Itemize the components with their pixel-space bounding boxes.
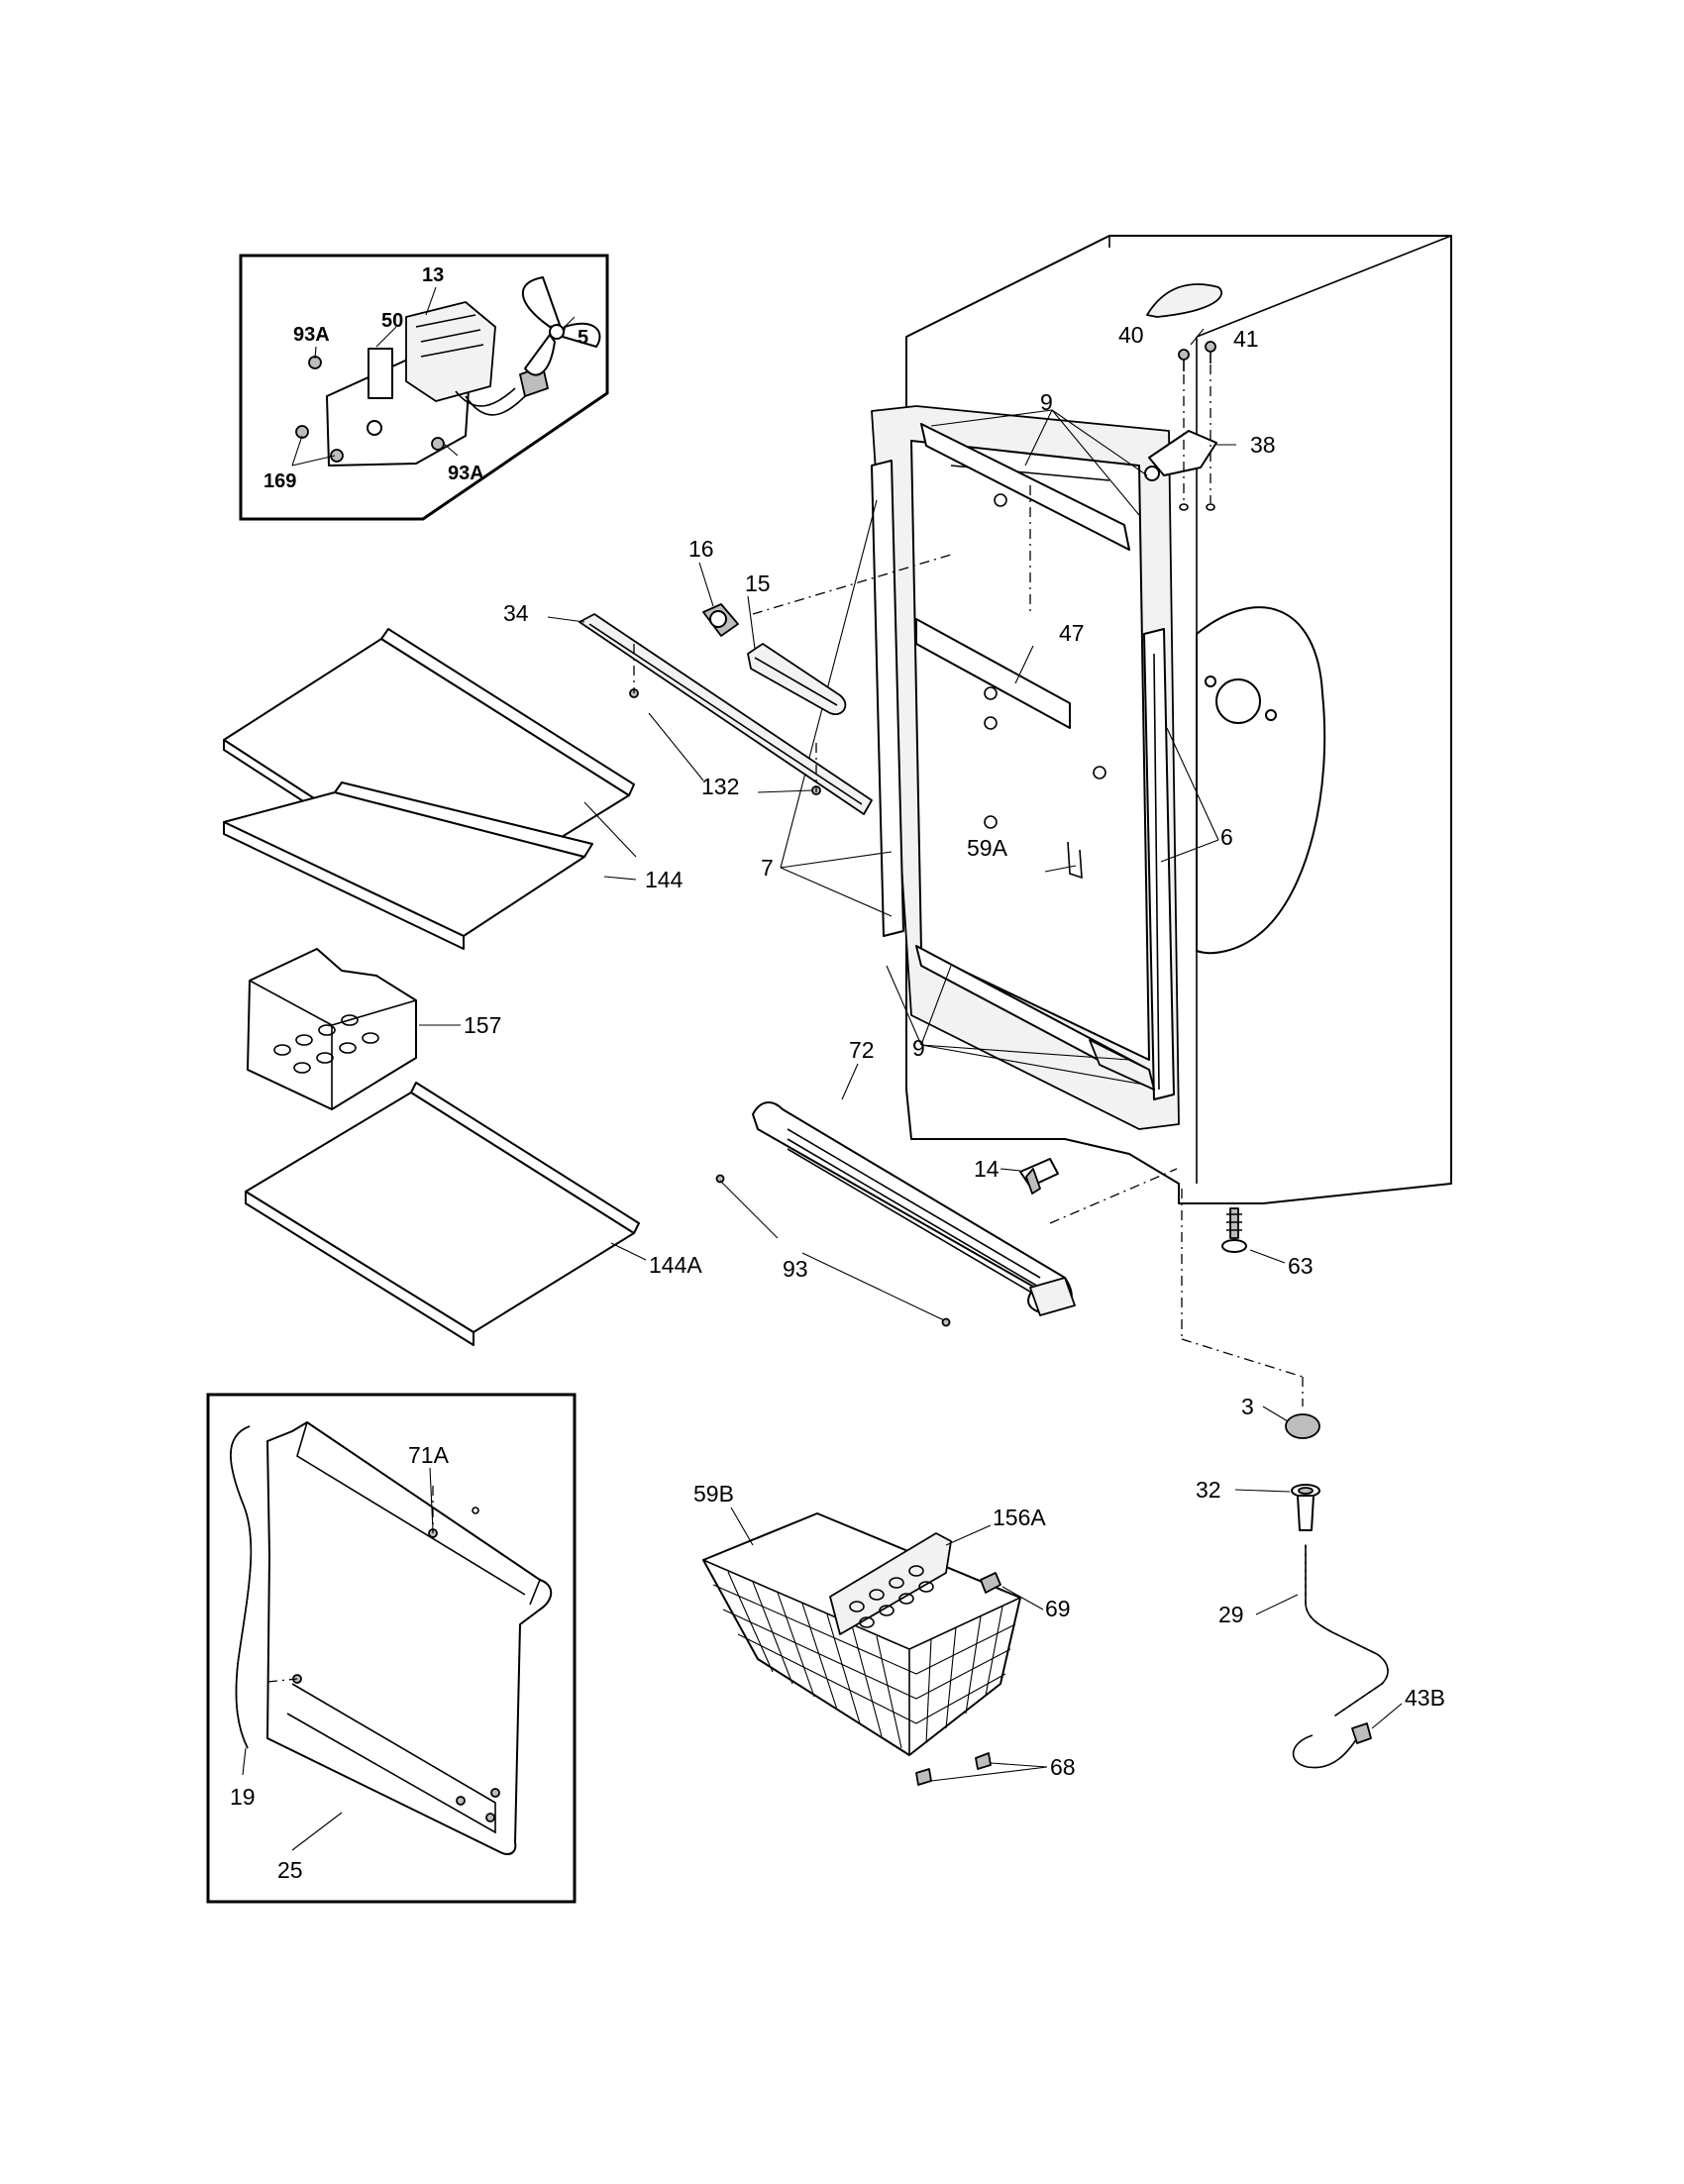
label-50: 50: [381, 310, 403, 332]
label-15: 15: [745, 571, 771, 596]
part-25-divider-panel: [266, 1421, 553, 1855]
label-41: 41: [1233, 326, 1259, 352]
cabinet-assembly: 40 41 38 9 47 59A 6 7 9 14: [752, 235, 1452, 1406]
part-14-drain-tube: [1019, 1158, 1059, 1188]
label-47: 47: [1059, 620, 1085, 646]
part-29-drain-tube: [1305, 1544, 1389, 1716]
drain-group: 3 32 29 43B: [1196, 1394, 1445, 1769]
label-93: 93: [783, 1256, 808, 1282]
part-93-screw-a: [715, 1174, 725, 1184]
bin-157-group: 157: [247, 948, 501, 1110]
part-40-hinge-cover: [1146, 283, 1223, 318]
label-3: 3: [1241, 1394, 1254, 1419]
label-13: 13: [422, 264, 444, 286]
label-71a: 71A: [408, 1442, 450, 1468]
part-5-fan-blade: [521, 276, 561, 328]
part-50-hole: [367, 420, 382, 436]
inset-frame-divider: [206, 1393, 577, 1904]
label-59a: 59A: [967, 835, 1008, 861]
leg-63-group: 63: [1221, 1207, 1314, 1279]
part-144a-shelf: [245, 1092, 635, 1333]
inset-divider: 71A 19 25: [206, 1393, 577, 1904]
label-156a: 156A: [993, 1505, 1046, 1530]
part-38-hinge-plate: [1148, 430, 1217, 476]
part-59b-wire-basket: [702, 1512, 1021, 1756]
label-144: 144: [645, 867, 684, 892]
label-7: 7: [761, 855, 774, 881]
label-59b: 59B: [693, 1481, 734, 1507]
shelf-144a-group: 144A: [245, 1082, 702, 1346]
shelves-144-group: 144: [223, 628, 684, 950]
basket-wire-grid: [712, 1571, 1016, 1749]
basket-group: 59B 156A 69 68: [693, 1481, 1076, 1786]
label-72: 72: [849, 1037, 875, 1063]
cabinet-interior-liner: [910, 440, 1150, 1061]
label-132: 132: [701, 774, 739, 799]
label-93a-bottom: 93A: [448, 463, 484, 484]
label-29: 29: [1218, 1602, 1244, 1627]
part-41-screw-a: [1178, 349, 1190, 361]
part-6-trim-right: [1143, 628, 1175, 1100]
label-9-bottom: 9: [912, 1035, 925, 1061]
label-169: 169: [263, 470, 296, 492]
part-93a-screw-bottom: [431, 437, 445, 451]
part-50-bracket-plate: [368, 348, 393, 399]
label-14: 14: [974, 1156, 1000, 1182]
label-157: 157: [464, 1012, 501, 1038]
part-63-leveling-leg: [1229, 1207, 1239, 1239]
label-6: 6: [1220, 824, 1233, 850]
label-69: 69: [1045, 1596, 1071, 1621]
part-7-trim-left: [871, 460, 904, 937]
grille-72-group: 72 93: [715, 1037, 1076, 1327]
label-68: 68: [1050, 1754, 1076, 1780]
part-15-heater-tube: [747, 643, 847, 715]
part-69-clip: [980, 1572, 1001, 1594]
label-16: 16: [688, 536, 714, 562]
part-41-screw-b: [1205, 341, 1216, 353]
label-38: 38: [1250, 432, 1276, 458]
part-169-screw-b: [330, 449, 344, 463]
bracket-34-group: 16 15 34 132: [503, 536, 873, 815]
label-34: 34: [503, 600, 529, 626]
label-25: 25: [277, 1857, 303, 1883]
inset-fan-motor: 13 50 93A 5 169 93A: [239, 254, 609, 521]
label-43b: 43B: [1405, 1685, 1445, 1711]
label-144a: 144A: [649, 1252, 702, 1278]
label-40: 40: [1118, 322, 1144, 348]
part-93-screw-b: [941, 1317, 951, 1327]
part-68-slide-a: [915, 1768, 932, 1786]
part-156a-divider: [829, 1532, 952, 1635]
part-9-trim-top: [920, 423, 1130, 551]
label-93a-top: 93A: [293, 324, 330, 346]
label-5: 5: [578, 327, 588, 349]
cabinet-side-hole: [1215, 678, 1261, 724]
part-43b-hose-clip: [1292, 1734, 1358, 1769]
label-19: 19: [230, 1784, 256, 1810]
label-63: 63: [1288, 1253, 1314, 1279]
part-68-slide-b: [975, 1752, 992, 1770]
part-3-drain-plug: [1285, 1413, 1320, 1439]
label-9-top: 9: [1040, 389, 1053, 415]
inset-frame-fan-motor: [239, 254, 609, 521]
part-47-rail: [915, 618, 1071, 729]
label-32: 32: [1196, 1477, 1221, 1503]
part-169-screw-a: [295, 425, 309, 439]
part-59a-hook: [1067, 841, 1083, 880]
